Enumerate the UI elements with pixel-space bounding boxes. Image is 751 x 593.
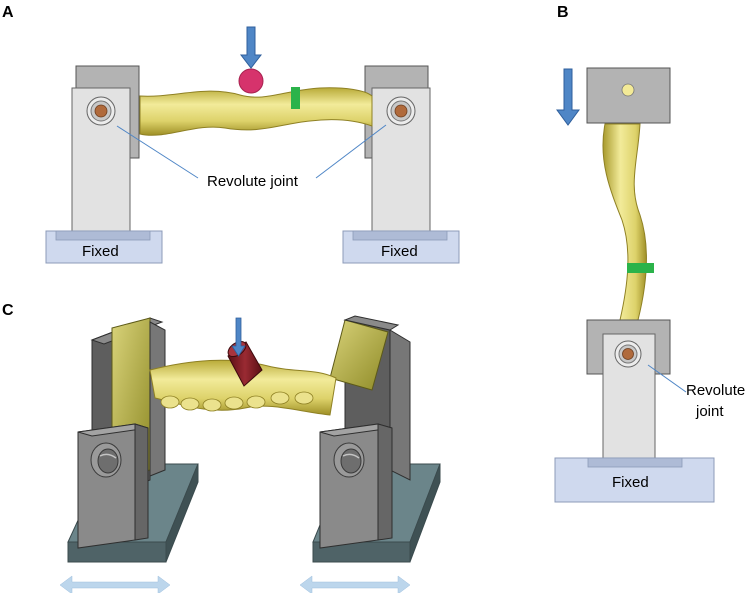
fixed-label: Fixed xyxy=(381,243,418,260)
right-support xyxy=(364,65,431,233)
revolute-joint-icon xyxy=(333,442,365,478)
down-arrow-icon xyxy=(231,317,246,357)
leader-line xyxy=(647,364,687,393)
panel-b: B Revolute joint Fixed xyxy=(554,4,745,503)
revolute-joint-icon xyxy=(386,96,416,126)
impactor-ball xyxy=(238,68,264,94)
double-arrow-icon xyxy=(299,575,411,593)
right-front-fixture xyxy=(319,423,393,549)
panel-letter-b: B xyxy=(557,4,569,21)
bone-vertical xyxy=(602,123,648,321)
fixed-base-right: Fixed xyxy=(342,230,460,264)
top-pin xyxy=(621,83,635,97)
revolute-label-line2: joint xyxy=(695,403,724,420)
fixed-label: Fixed xyxy=(82,243,119,260)
panel-c: C xyxy=(2,302,441,593)
fixed-base-left: Fixed xyxy=(45,230,163,264)
leader-line xyxy=(116,125,199,179)
bone-marker-band xyxy=(627,263,654,273)
revolute-joint-icon xyxy=(86,96,116,126)
revolute-label-line1: Revolute xyxy=(686,382,745,399)
revolute-joint-label: Revolute joint xyxy=(207,173,299,190)
panel-letter-a: A xyxy=(2,4,14,21)
bone-horizontal xyxy=(139,87,373,136)
leader-line xyxy=(315,124,387,179)
bone-marker-band xyxy=(291,87,300,109)
left-front-fixture xyxy=(77,423,149,549)
down-arrow-icon xyxy=(556,68,580,126)
left-support xyxy=(71,65,140,233)
revolute-joint-icon xyxy=(614,340,642,368)
panel-a: A Revolute joint xyxy=(2,4,460,264)
double-arrow-icon xyxy=(59,575,171,593)
revolute-joint-icon xyxy=(90,442,122,478)
down-arrow-icon xyxy=(239,26,263,69)
fixed-base: Fixed xyxy=(554,457,715,503)
fixed-label: Fixed xyxy=(612,474,649,491)
bone-3d-lumps xyxy=(160,391,314,412)
panel-letter-c: C xyxy=(2,302,14,319)
